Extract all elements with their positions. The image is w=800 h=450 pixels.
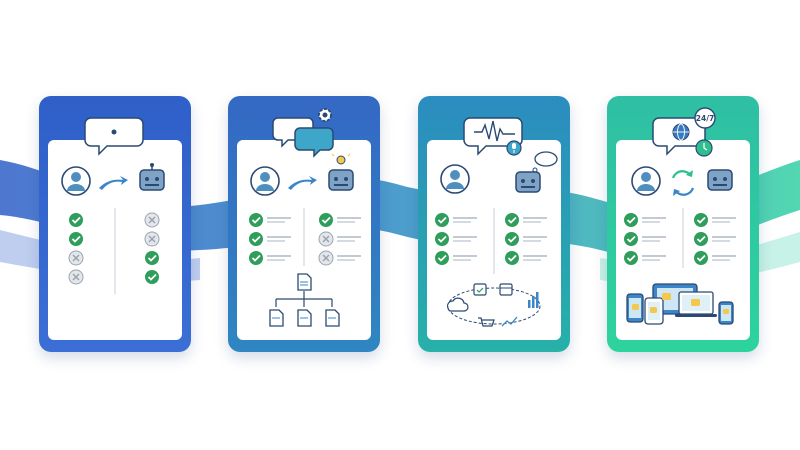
calendar-icon <box>499 283 513 296</box>
placeholder-text-lines <box>642 236 666 242</box>
user-avatar-icon <box>250 166 280 196</box>
check-icon <box>435 251 449 265</box>
placeholder-text-lines <box>267 217 291 223</box>
document-tree <box>269 273 340 327</box>
placeholder-text-lines <box>337 217 361 223</box>
cross-icon <box>68 250 84 266</box>
placeholder-text-lines <box>453 217 477 223</box>
placeholder-text-lines <box>642 217 666 223</box>
check-icon <box>145 251 159 265</box>
placeholder-text-lines <box>267 236 291 242</box>
badge-24-7: 24/7 <box>694 107 716 129</box>
check-icon <box>249 232 263 246</box>
placeholder-text-lines <box>523 217 547 223</box>
document-icon <box>297 273 312 291</box>
calendar-icon <box>473 283 487 296</box>
cross-icon <box>318 231 334 247</box>
card-4: 24/7 <box>607 96 759 352</box>
cart-icon <box>478 317 495 327</box>
check-icon <box>694 251 708 265</box>
placeholder-text-lines <box>523 236 547 242</box>
cross-icon <box>144 231 160 247</box>
check-icon <box>435 213 449 227</box>
services-loop <box>446 283 541 327</box>
robot-icon <box>139 163 165 191</box>
check-icon <box>319 213 333 227</box>
check-icon <box>624 232 638 246</box>
placeholder-text-lines <box>712 236 736 242</box>
thought-bubble-icon <box>532 151 558 173</box>
check-icon <box>624 213 638 227</box>
chat-bubble-icon <box>652 117 706 156</box>
chat-bubble-icon <box>272 117 334 158</box>
placeholder-text-lines <box>267 255 291 261</box>
microphone-icon <box>506 140 522 156</box>
check-icon <box>435 232 449 246</box>
check-icon <box>624 251 638 265</box>
cloud-icon <box>446 297 469 312</box>
document-icon <box>297 309 312 327</box>
document-icon <box>325 309 340 327</box>
devices-icon <box>626 283 734 325</box>
gear-icon <box>318 108 332 122</box>
badge-24-7-text: 24/7 <box>696 114 714 123</box>
bar-chart-icon <box>528 292 539 308</box>
check-icon <box>249 213 263 227</box>
check-icon <box>505 232 519 246</box>
trend-line-icon <box>501 316 518 327</box>
globe-icon <box>672 123 690 141</box>
check-icon <box>69 232 83 246</box>
cross-icon <box>68 269 84 285</box>
sync-arrows-icon <box>671 170 695 196</box>
voice-wave-icon <box>474 120 515 142</box>
lightbulb-icon <box>331 153 351 165</box>
check-icon <box>249 251 263 265</box>
placeholder-text-lines <box>642 255 666 261</box>
card-3 <box>418 96 570 352</box>
placeholder-text-lines <box>712 255 736 261</box>
check-icon <box>69 213 83 227</box>
check-icon <box>145 270 159 284</box>
placeholder-text-lines <box>712 217 736 223</box>
document-icon <box>269 309 284 327</box>
arrow-right-icon <box>288 176 317 190</box>
placeholder-text-lines <box>337 236 361 242</box>
arrow-right-icon <box>99 176 128 190</box>
placeholder-text-lines <box>453 255 477 261</box>
user-avatar-icon <box>61 166 91 196</box>
chat-bubble-icon <box>84 117 144 156</box>
user-avatar-icon <box>440 164 470 194</box>
cross-icon <box>144 212 160 228</box>
user-avatar-icon <box>631 166 661 196</box>
robot-icon <box>328 169 354 191</box>
check-icon <box>694 232 708 246</box>
placeholder-text-lines <box>337 255 361 261</box>
check-icon <box>505 251 519 265</box>
clock-icon <box>695 139 713 157</box>
card-1 <box>39 96 191 352</box>
robot-icon <box>707 169 733 191</box>
check-icon <box>505 213 519 227</box>
placeholder-text-lines <box>453 236 477 242</box>
placeholder-text-lines <box>523 255 547 261</box>
cross-icon <box>318 250 334 266</box>
robot-icon <box>515 171 541 193</box>
card-2 <box>228 96 380 352</box>
check-icon <box>694 213 708 227</box>
